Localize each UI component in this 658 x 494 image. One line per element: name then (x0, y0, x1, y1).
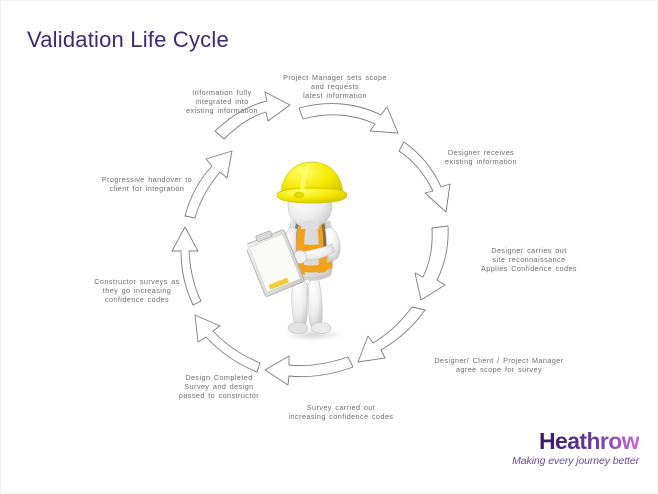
cycle-arrow-9 (184, 150, 233, 219)
worker-figure (247, 161, 348, 341)
cycle-label-5: Survey carried out increasing confidence… (288, 403, 394, 422)
cycle-label-6: Design Completed Survey and design passe… (178, 373, 260, 401)
cycle-label-9: Information fully integrated into existi… (186, 88, 258, 116)
figure-hard-hat-knob (293, 191, 305, 199)
cycle-label-7: Constructor surveys as they go increasin… (94, 277, 180, 305)
cycle-label-2: Designer receives existing information (445, 148, 517, 167)
cycle-label-1: Project Manager sets scope and requests … (283, 73, 387, 101)
figure-neck (301, 221, 319, 229)
figure-vest-band-horizontal-lower (291, 261, 332, 273)
heathrow-logo: Heathrow Making every journey better (499, 429, 639, 475)
cycle-arrow-7 (194, 314, 261, 373)
heathrow-wordmark: Heathrow (499, 429, 640, 453)
cycle-arrow-2 (298, 103, 399, 134)
figure-hard-hat-brim (276, 187, 348, 204)
cycle-label-3: Designer carries out site reconnaissance… (481, 246, 577, 274)
cycle-arrow-4 (414, 225, 449, 301)
figure-foot-right (310, 322, 332, 334)
heathrow-tagline: Making every journey better (512, 455, 639, 467)
cycle-arrow-6 (264, 355, 354, 386)
figure-hard-hat-ridge (300, 164, 311, 190)
cycle-label-4: Designer/ Client / Project Manager agree… (434, 356, 564, 375)
figure-clipboard (247, 229, 305, 297)
cycle-arrow-1 (214, 91, 291, 140)
figure-strap-right (320, 219, 327, 255)
page-title: Validation Life Cycle (27, 27, 229, 52)
cycle-arrow-3 (398, 141, 451, 213)
cycle-arrow-8 (171, 226, 202, 306)
cycle-arrow-5 (357, 306, 426, 363)
figure-foot-left (287, 322, 309, 334)
cycle-label-8: Progressive handover to client for integ… (101, 175, 193, 194)
